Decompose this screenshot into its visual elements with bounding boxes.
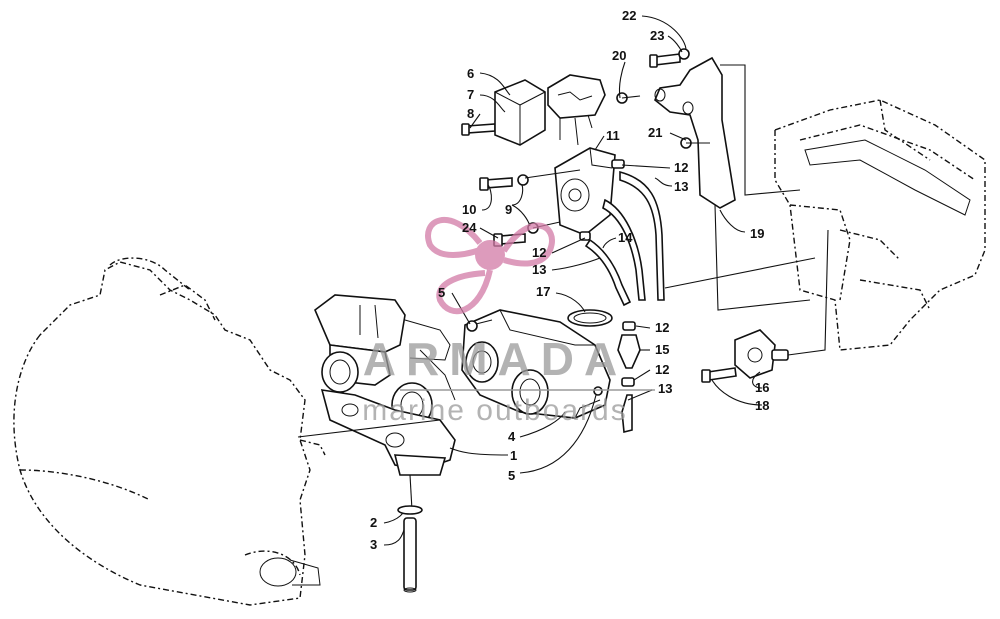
leader-lines [297, 15, 829, 546]
callout-label: 3 [370, 537, 377, 552]
fuel-pump [554, 147, 616, 236]
callout-label: 1 [510, 448, 517, 463]
watermark-brand: ARMADA [363, 333, 627, 385]
propeller-icon [425, 217, 555, 315]
callout-label: 17 [536, 284, 550, 299]
callout-label: 19 [750, 226, 764, 241]
drain-tube [397, 505, 423, 593]
callout-label: 23 [650, 28, 664, 43]
carburetor-assembly [314, 294, 456, 476]
callout-label: 13 [532, 262, 546, 277]
callout-label: 6 [467, 66, 474, 81]
callout-label: 20 [612, 48, 626, 63]
machine-housing [774, 99, 986, 351]
hose-clamp [567, 309, 613, 327]
callout-label: 14 [618, 230, 633, 245]
primer-solenoid [734, 329, 789, 379]
callout-label: 12 [655, 320, 669, 335]
callout-label: 4 [508, 429, 516, 444]
callout-label: 12 [674, 160, 688, 175]
callout-label: 8 [467, 106, 474, 121]
callout-label: 9 [505, 202, 512, 217]
callout-label: 18 [755, 398, 769, 413]
callout-label: 21 [648, 125, 662, 140]
callout-label: 13 [658, 381, 672, 396]
callout-label: 10 [462, 202, 476, 217]
callout-label: 5 [438, 285, 445, 300]
callout-label: 2 [370, 515, 377, 530]
engine-block [13, 257, 326, 606]
callout-label: 22 [622, 8, 636, 23]
callout-label: 12 [655, 362, 669, 377]
callout-label: 12 [532, 245, 546, 260]
callout-label: 13 [674, 179, 688, 194]
watermark-tagline: marine outboards [362, 394, 627, 427]
electrical-cover [494, 74, 606, 146]
fittings [579, 159, 641, 387]
mounting-bracket [654, 56, 736, 209]
callout-label: 15 [655, 342, 669, 357]
callout-labels: 6 7 8 10 9 24 11 12 13 14 12 13 17 5 20 … [370, 8, 769, 552]
callout-label: 7 [467, 87, 474, 102]
callout-label: 16 [755, 380, 769, 395]
watermark: ARMADA marine outboards [362, 217, 655, 427]
callout-label: 11 [606, 128, 620, 143]
callout-label: 5 [508, 468, 515, 483]
callout-label: 24 [462, 220, 477, 235]
fuel-hoses [584, 170, 665, 434]
